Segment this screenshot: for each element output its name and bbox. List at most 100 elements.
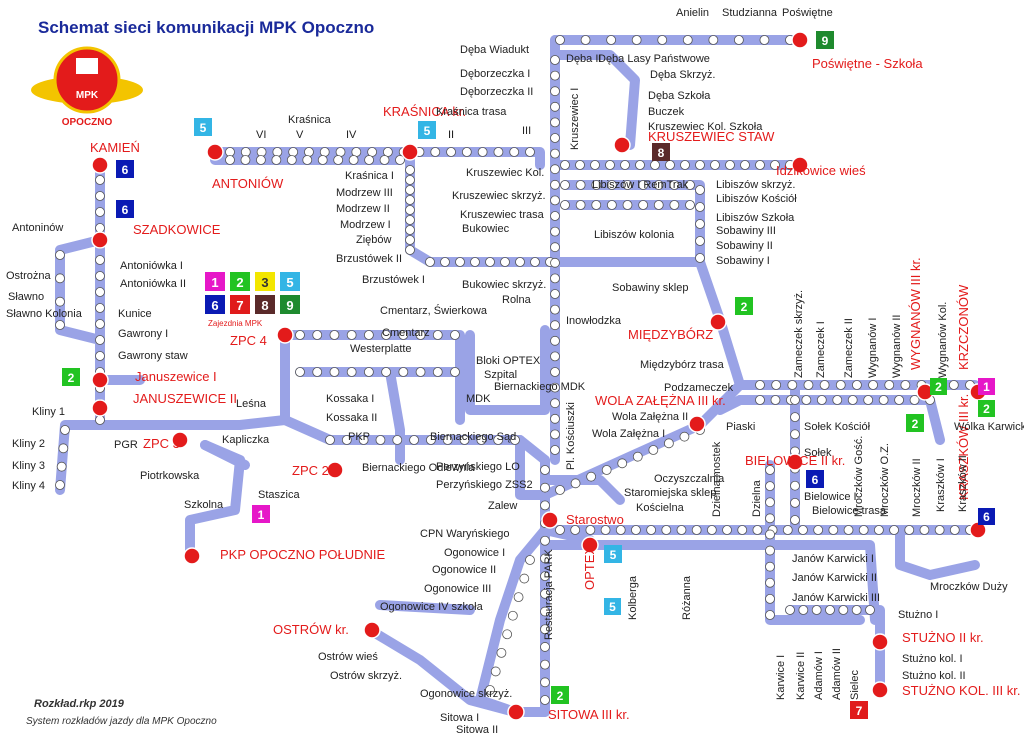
stop-label: Kossaka II xyxy=(326,412,377,424)
svg-text:5: 5 xyxy=(286,275,293,290)
stop-label: Kraszków II xyxy=(957,455,969,512)
stop-dot xyxy=(302,155,313,165)
terminal-label-bielowice: BIELOWICE II kr. xyxy=(745,453,845,468)
terminal-stuzno-kol3 xyxy=(871,681,889,699)
stop-dot xyxy=(295,330,305,340)
stop-dot xyxy=(432,330,443,340)
stop-dot xyxy=(790,429,800,440)
stop-dot xyxy=(631,525,641,535)
stop-dot xyxy=(56,461,67,472)
badge-sitowa-2: 2 xyxy=(551,686,569,704)
terminal-starostwo xyxy=(541,511,559,529)
stop-label: Kliny 2 xyxy=(12,438,45,450)
stop-label: Adamów II xyxy=(831,648,843,700)
stop-label: Kliny 1 xyxy=(32,406,65,418)
stop-dot xyxy=(430,147,441,157)
stop-label: MDK xyxy=(466,393,491,405)
stop-dot xyxy=(706,525,717,535)
stop-dot xyxy=(900,380,911,390)
stop-label: Libiszów skrzyż. xyxy=(716,179,795,191)
stop-dot xyxy=(825,605,835,615)
stop-label: Sobawiny II xyxy=(716,240,773,252)
badge-antoniow-5: 5 xyxy=(194,118,212,136)
stop-dot xyxy=(852,380,862,390)
stop-dot xyxy=(904,525,915,535)
stop-dot xyxy=(550,257,560,268)
stop-label: Mroczków Gość. xyxy=(853,436,865,517)
svg-text:8: 8 xyxy=(261,298,268,313)
stop-dot xyxy=(459,435,470,445)
svg-text:6: 6 xyxy=(211,298,218,313)
stop-label: Kruszewiec skrzyż. xyxy=(452,190,546,202)
stop-dot xyxy=(755,380,765,390)
stop-dot xyxy=(398,330,409,340)
stop-label: Kościelna xyxy=(636,502,685,514)
stop-label: Cmentarz xyxy=(382,327,430,339)
stop-label: Międzybórz trasa xyxy=(640,359,725,371)
stop-dot xyxy=(550,320,560,331)
legend-line-1: 1 xyxy=(205,272,225,291)
stop-dot xyxy=(580,35,591,45)
stop-label: Ostrów skrzyż. xyxy=(330,670,402,682)
stop-dot xyxy=(622,180,633,190)
stop-label: V xyxy=(296,129,304,141)
terminal-kruszewiec-staw xyxy=(613,136,631,154)
stop-dot xyxy=(550,273,560,284)
stop-label: Mroczków O.Z. xyxy=(879,443,891,517)
terminal-label-stuzno2: STUŻNO II kr. xyxy=(902,630,984,645)
stop-dot xyxy=(442,435,453,445)
stop-dot xyxy=(525,555,535,565)
stop-label: Kraśnica xyxy=(288,114,332,126)
stop-label: Sitowa II xyxy=(456,724,498,736)
svg-text:2: 2 xyxy=(236,275,243,290)
stop-dot xyxy=(550,445,560,455)
badge-poswietne-9: 9 xyxy=(816,31,834,49)
stop-dot xyxy=(620,160,630,170)
mpk-logo: MPK OPOCZNO xyxy=(31,46,143,128)
svg-text:5: 5 xyxy=(424,124,431,138)
stop-dot xyxy=(695,219,705,229)
stop-dot xyxy=(733,35,744,45)
stop-label: Sławno xyxy=(8,291,44,303)
stop-dot xyxy=(415,367,426,377)
badge-kamien-6: 6 xyxy=(116,160,134,178)
stop-dot xyxy=(601,465,612,475)
svg-text:8: 8 xyxy=(658,146,665,160)
stop-dot xyxy=(550,289,560,299)
stop-dot xyxy=(555,525,565,535)
stop-dot xyxy=(586,471,597,482)
stop-dot xyxy=(863,395,874,405)
stop-dot xyxy=(560,200,570,210)
stop-dot xyxy=(405,235,415,245)
stop-label: Kunice xyxy=(118,308,152,320)
stop-label: PGR xyxy=(114,439,138,451)
terminal-label-optex: OPTEX xyxy=(582,546,597,590)
stop-dot xyxy=(348,155,359,165)
stop-label: Libiszów Szkoła xyxy=(716,212,795,224)
stop-dot xyxy=(493,147,504,157)
svg-text:9: 9 xyxy=(822,34,829,48)
stop-dot xyxy=(755,395,765,405)
stop-dot xyxy=(868,380,878,390)
stop-dot xyxy=(560,160,570,170)
stop-dot xyxy=(95,223,105,233)
stop-dot xyxy=(319,147,330,157)
terminal-zpc2 xyxy=(326,461,344,479)
stop-dot xyxy=(798,605,809,615)
route-kamien-szadkowice xyxy=(95,168,185,430)
legend-line-5: 5 xyxy=(280,272,300,291)
stop-label: Sobawiny sklep xyxy=(612,282,688,294)
stop-dot xyxy=(550,351,560,362)
stop-label: II xyxy=(448,129,454,141)
stop-label: Brzustówek I xyxy=(362,274,425,286)
stop-dot xyxy=(304,147,314,157)
stop-dot xyxy=(765,497,775,508)
stop-dot xyxy=(787,380,798,390)
stop-dot xyxy=(622,200,633,210)
stop-dot xyxy=(765,529,775,540)
stop-dot xyxy=(685,200,695,210)
stop-dot xyxy=(513,592,524,603)
stop-dot xyxy=(575,200,586,210)
stop-dot xyxy=(934,525,945,535)
